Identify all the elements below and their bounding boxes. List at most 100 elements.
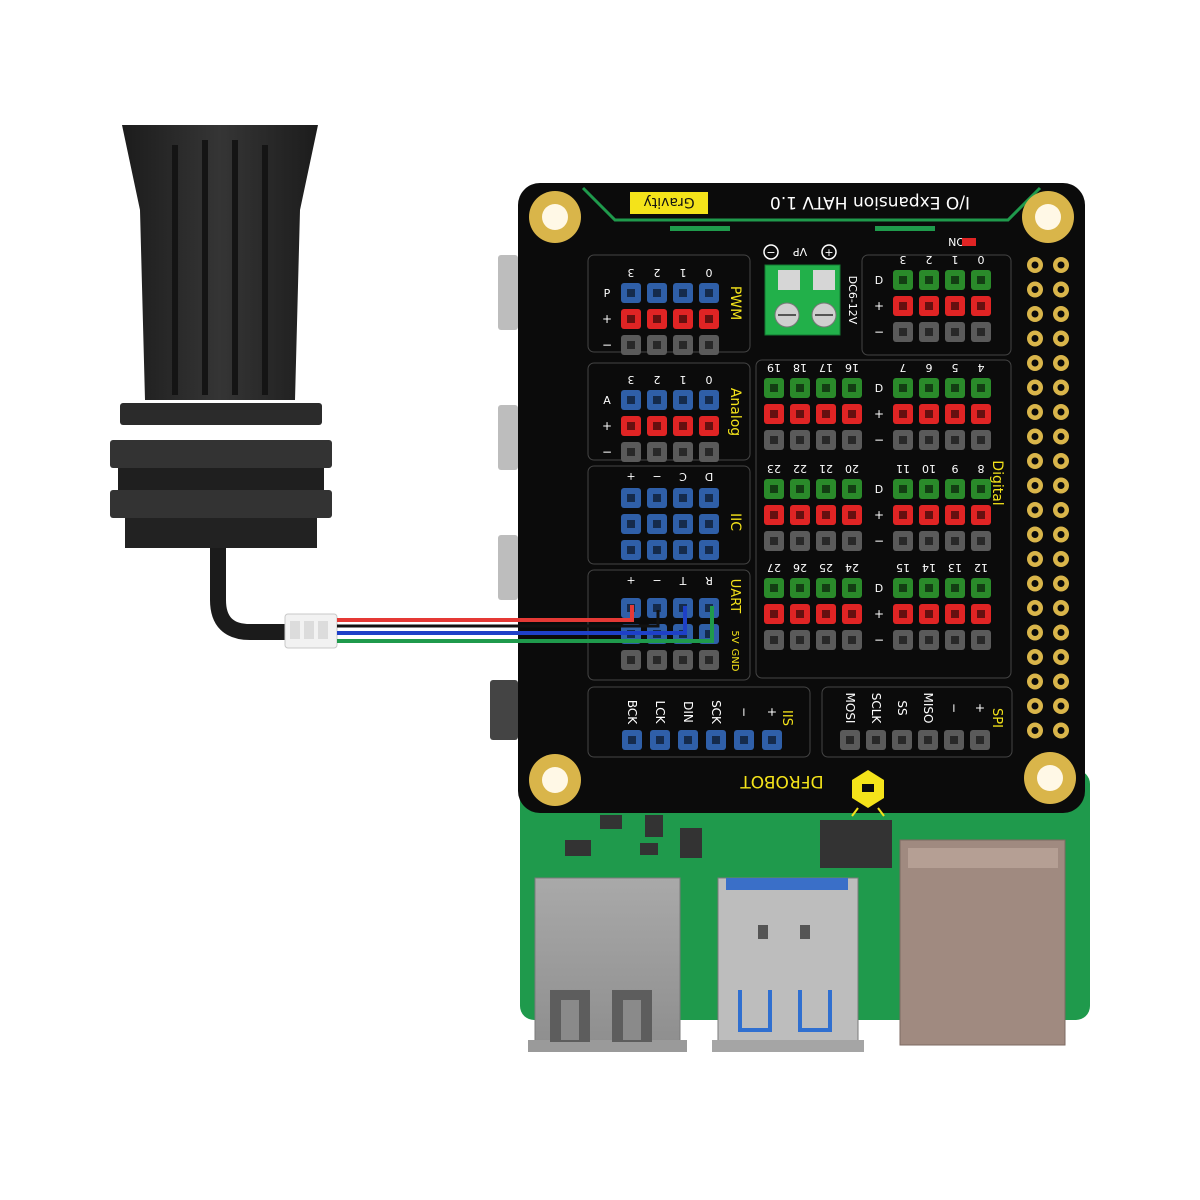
pin-hole <box>977 485 985 493</box>
raspberry-pi-board <box>490 255 1090 1052</box>
pin-hole <box>653 546 661 554</box>
pin-hole <box>770 485 778 493</box>
pin-hole <box>822 537 830 545</box>
side-port <box>498 255 518 330</box>
gpio-pad-hole <box>1031 286 1039 293</box>
digital-right-pin-label: 5 <box>952 361 959 374</box>
pin-hole <box>796 537 804 545</box>
iic-pin-label: C <box>679 470 687 483</box>
pin-hole <box>899 485 907 493</box>
pin-hole <box>872 736 880 744</box>
terminal-screw-icon <box>774 302 800 328</box>
power-vp-label: VP <box>793 245 808 258</box>
pwm-frame <box>587 254 751 353</box>
pin-hole <box>822 610 830 618</box>
iic-frame <box>587 465 751 565</box>
pin-hole <box>705 396 713 404</box>
digital-left-pin-label: 23 <box>767 462 781 475</box>
digital-right-pin-label: 2 <box>926 253 933 266</box>
gpio-pad-hole <box>1031 727 1039 734</box>
pin-hole <box>951 610 959 618</box>
analog-minus-mark: − <box>602 445 612 459</box>
pwm-pin-label: 0 <box>706 266 713 279</box>
pin-hole <box>770 537 778 545</box>
pin-hole <box>925 584 933 592</box>
section-label-iic: IIC <box>727 513 743 531</box>
pin-hole <box>925 384 933 392</box>
section-label-digital: Digital <box>989 460 1005 505</box>
pin-hole <box>679 546 687 554</box>
digital-right-signal-mark: D <box>875 274 883 287</box>
digital-frame-lower <box>755 359 1012 679</box>
pin-hole <box>899 410 907 418</box>
pin-hole <box>925 436 933 444</box>
svg-text:+: + <box>824 246 833 259</box>
gpio-pad-hole <box>1031 482 1039 489</box>
pin-hole <box>951 485 959 493</box>
pin-hole <box>796 610 804 618</box>
pin-hole <box>796 511 804 519</box>
iic-pin-label: + <box>626 470 635 483</box>
gpio-pad-hole <box>1031 629 1039 636</box>
digital-right-pin-label: 12 <box>974 561 988 574</box>
smd-component <box>600 815 622 829</box>
digital-right-minus-mark: − <box>874 433 884 447</box>
pin-hole <box>770 410 778 418</box>
pwm-plus-mark: + <box>602 312 612 326</box>
pin-hole <box>977 410 985 418</box>
analog-pin-label: 0 <box>706 373 713 386</box>
pwm-pin-label: 3 <box>628 266 635 279</box>
pwm-pin-label: 1 <box>680 266 687 279</box>
pin-hole <box>627 341 635 349</box>
spi-pin-label: + <box>973 703 987 713</box>
io-expansion-hat: Gravity I/O Expansion HATV 1.0 ON <box>518 183 1085 817</box>
pin-hole <box>653 396 661 404</box>
mounting-hole-icon <box>529 754 581 806</box>
pin-hole <box>627 656 635 664</box>
wire-green <box>337 606 714 643</box>
sensor-nut <box>110 440 332 468</box>
power-indicator-label: ON <box>948 235 965 248</box>
pin-hole <box>848 485 856 493</box>
gpio-pad-hole <box>1031 359 1039 367</box>
gpio-pad-hole <box>1057 408 1065 416</box>
pin-hole <box>679 520 687 528</box>
digital-right-signal-mark: D <box>875 382 883 395</box>
section-label-analog: Analog <box>727 388 743 436</box>
gravity-badge-label: Gravity <box>643 194 694 210</box>
iis-pin-label: BCK <box>625 700 639 725</box>
pin-hole <box>627 315 635 323</box>
digital-right-pin-label: 6 <box>926 361 933 374</box>
pin-hole <box>899 636 907 644</box>
pin-hole <box>705 422 713 430</box>
pin-hole <box>822 410 830 418</box>
digital-right-plus-mark: + <box>874 508 884 522</box>
pin-hole <box>653 422 661 430</box>
pin-hole <box>822 384 830 392</box>
iis-pin-label: + <box>765 707 779 717</box>
pin-hole <box>705 656 713 664</box>
gpio-pad-hole <box>1057 727 1065 734</box>
digital-right-pin-label: 1 <box>952 253 959 266</box>
pin-hole <box>899 511 907 519</box>
pin-hole <box>822 436 830 444</box>
pin-hole <box>951 410 959 418</box>
power-input-label: DC6-12V <box>846 276 859 325</box>
digital-left-pin-label: 21 <box>819 462 833 475</box>
pin-hole <box>977 302 985 310</box>
section-label-pwm: PWM <box>727 286 743 320</box>
pin-hole <box>705 604 713 612</box>
digital-left-pin-label: 27 <box>767 561 781 574</box>
svg-text:−: − <box>766 246 775 259</box>
uart-pin-label: − <box>652 574 661 587</box>
pwm-minus-mark: − <box>602 338 612 352</box>
uart-5v-label: 5V <box>729 630 740 643</box>
pin-hole <box>977 436 985 444</box>
pin-hole <box>770 636 778 644</box>
gpio-pad-hole <box>1031 335 1039 342</box>
digital-right-pin-label: 8 <box>978 462 985 475</box>
gpio-pad-hole <box>1031 408 1039 416</box>
power-led <box>962 238 976 246</box>
gpio-pad-hole <box>1057 359 1065 367</box>
